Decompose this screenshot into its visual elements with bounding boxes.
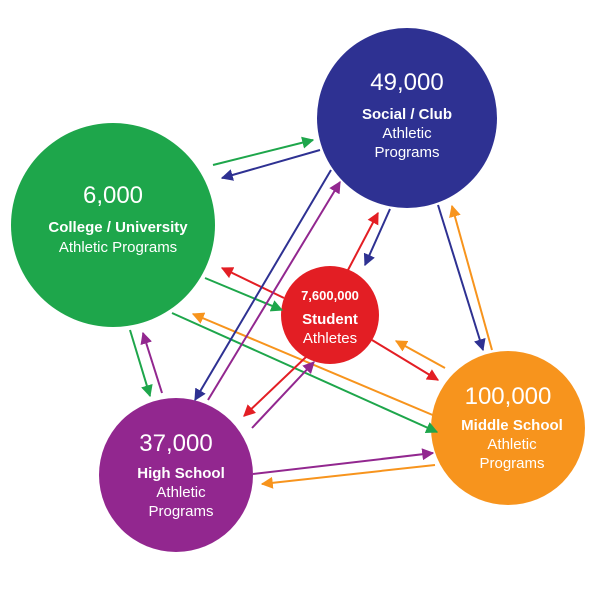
high-school-title: High School — [137, 465, 225, 482]
high-school-line2: Programs — [148, 503, 213, 520]
college-line1: Athletic Programs — [59, 239, 177, 256]
arrow-student-to-social — [347, 211, 379, 271]
social-club-line1: Athletic — [382, 125, 432, 142]
arrow-social-to-high-school — [194, 169, 332, 402]
student-title: Student — [302, 311, 358, 328]
arrow-middle-school-to-student — [394, 340, 446, 369]
high-school-circle — [99, 398, 253, 552]
student-line1: Athletes — [303, 330, 357, 347]
arrow-social-to-college — [220, 149, 321, 181]
arrow-social-to-student — [363, 208, 391, 267]
middle-school-line2: Programs — [479, 455, 544, 472]
arrow-student-to-middle-school — [371, 339, 440, 381]
middle-school-number: 100,000 — [465, 383, 552, 410]
arrow-high-school-to-student — [251, 361, 315, 429]
arrow-college-to-social — [212, 136, 315, 166]
middle-school-title: Middle School — [461, 417, 563, 434]
social-club-line2: Programs — [374, 144, 439, 161]
social-club-title: Social / Club — [362, 106, 452, 123]
arrow-middle-school-to-high-school — [260, 464, 436, 489]
social-club-number: 49,000 — [370, 69, 443, 96]
arrow-college-to-student — [204, 277, 284, 312]
college-title: College / University — [48, 219, 188, 236]
student-number: 7,600,000 — [301, 288, 359, 303]
high-school-line1: Athletic — [156, 484, 206, 501]
arrow-student-to-high-school — [243, 356, 307, 417]
arrow-high-school-to-middle-school — [252, 448, 435, 475]
arrow-high-school-to-social — [207, 180, 341, 401]
arrow-college-to-high-school — [129, 329, 153, 398]
arrow-high-school-to-college — [140, 331, 163, 394]
middle-school-circle — [431, 351, 585, 505]
student-athletes-circle — [281, 266, 379, 364]
middle-school-line1: Athletic — [487, 436, 537, 453]
arrow-student-to-college — [220, 267, 285, 299]
arrow-middle-school-to-social — [449, 204, 493, 351]
college-number: 6,000 — [83, 182, 143, 209]
college-circle — [11, 123, 215, 327]
high-school-number: 37,000 — [139, 430, 212, 457]
social-club-circle — [317, 28, 497, 208]
arrow-social-to-middle-school — [437, 204, 486, 352]
